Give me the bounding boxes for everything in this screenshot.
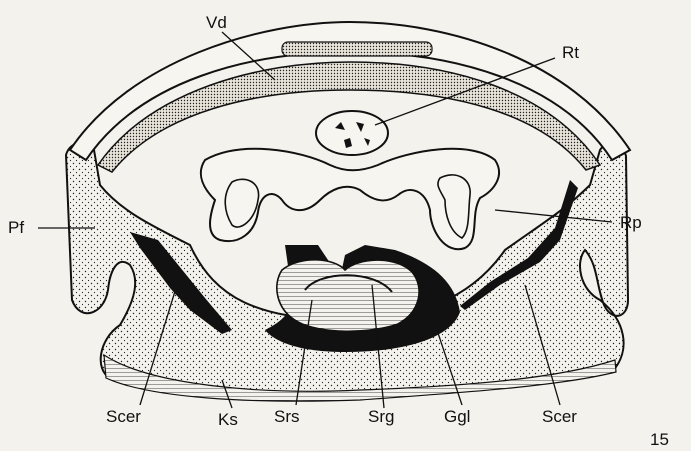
label-pf: Pf (8, 218, 24, 237)
label-vd: Vd (206, 13, 227, 32)
srg-striated-organ (277, 260, 419, 331)
rt-structure (316, 111, 388, 155)
label-ggl: Ggl (444, 407, 470, 426)
label-srs: Srs (274, 407, 300, 426)
label-rt: Rt (562, 43, 579, 62)
label-rp: Rp (620, 213, 642, 232)
label-scer-left: Scer (106, 407, 141, 426)
label-srg: Srg (368, 407, 394, 426)
dorsal-shell-strip (282, 42, 432, 56)
label-ks: Ks (218, 410, 238, 429)
label-scer-right: Scer (542, 407, 577, 426)
figure-number: 15 (650, 430, 669, 449)
